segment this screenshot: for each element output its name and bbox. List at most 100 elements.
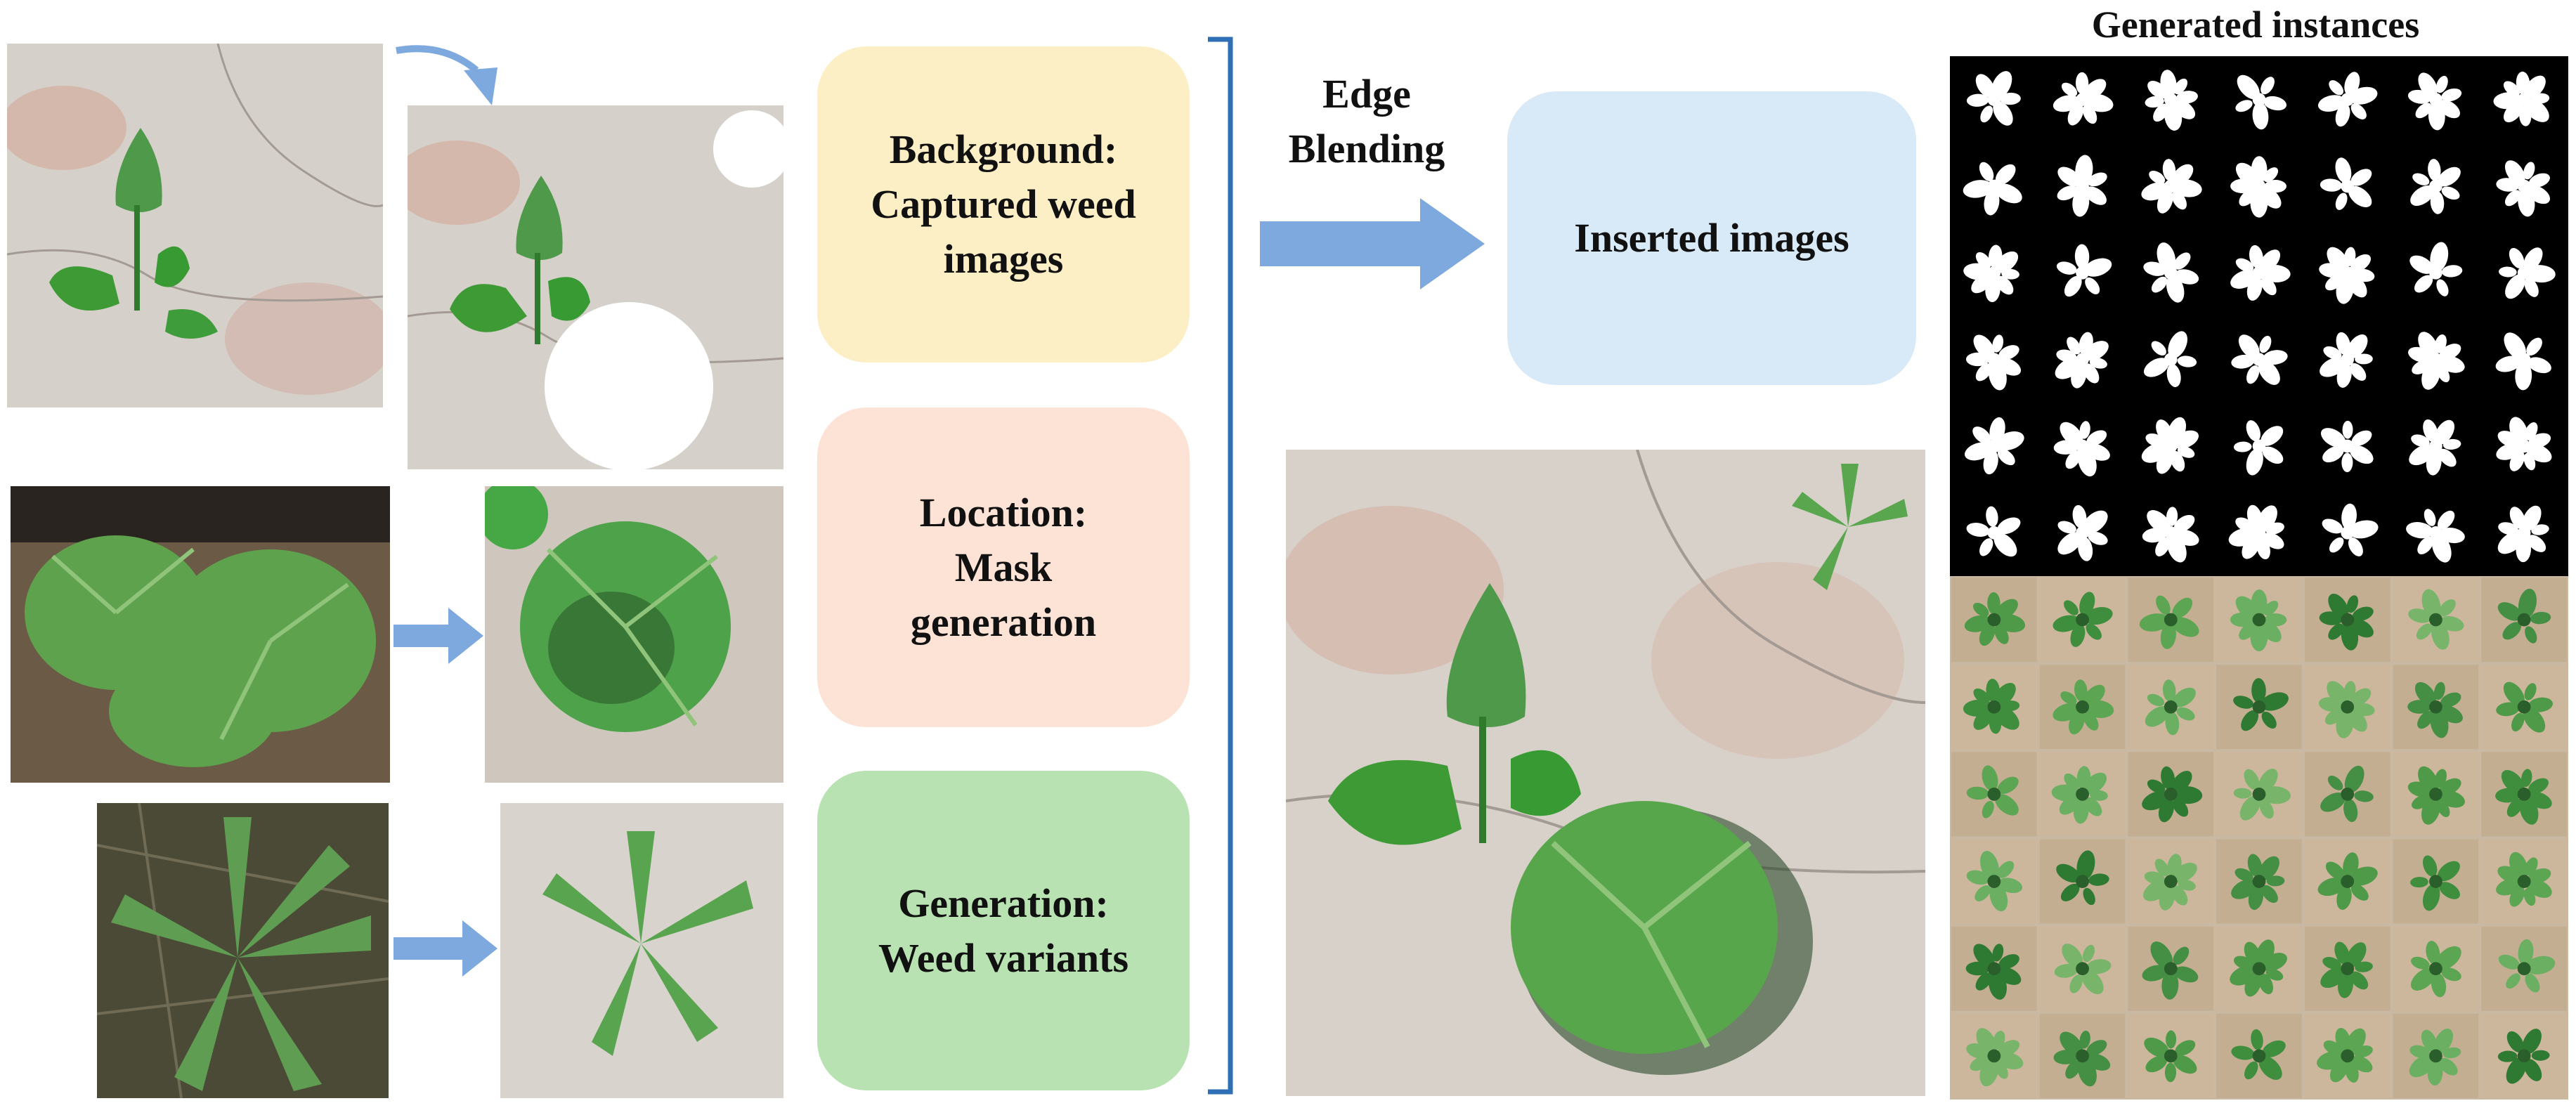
edge-blending-arrow (1260, 198, 1485, 289)
mask-instance (1966, 506, 2021, 557)
photo-instance (2407, 766, 2465, 825)
mask-instance (1965, 334, 2022, 391)
photo-instance (2407, 682, 2463, 738)
mask-instance (2410, 159, 2461, 214)
photo-grid (1950, 576, 2568, 1100)
mask-instance (2055, 332, 2109, 389)
mask-instance (1965, 417, 2024, 475)
mask-instance (2142, 507, 2199, 563)
mask-instance (2145, 70, 2198, 131)
photo-instance (2233, 678, 2289, 731)
mask-instance (2409, 419, 2461, 476)
bracket (1208, 37, 1233, 1095)
weed-photo-2 (11, 486, 390, 783)
mask-instance (2317, 72, 2378, 127)
arrow-right-icon (393, 608, 483, 664)
generation-box-line1: Generation: (898, 880, 1109, 926)
background-box: Background: Captured weed images (817, 46, 1190, 363)
photo-instance (2495, 769, 2552, 825)
inserted-images-label: Inserted images (1574, 215, 1849, 261)
masked-background-photo (408, 105, 783, 469)
mask-instance (2320, 332, 2373, 388)
photo-instance (2051, 766, 2108, 824)
photo-instance (2410, 855, 2460, 911)
mask-instance (2056, 244, 2112, 297)
photo-instance (2320, 765, 2374, 822)
mask-grid (1950, 56, 2568, 576)
mask-instance (2053, 421, 2110, 477)
photo-instance (2317, 1028, 2373, 1083)
mask-instance (2493, 71, 2550, 126)
location-box: Location: Mask generation (817, 407, 1190, 727)
arrow-right-icon (393, 920, 497, 977)
mask-instance (2233, 420, 2284, 476)
mask-instance (2407, 72, 2462, 131)
photo-instance (2320, 941, 2373, 998)
photo-instance (2498, 939, 2556, 993)
mask-instance (1963, 244, 2019, 303)
mask-instance (2230, 156, 2286, 218)
photo-instance (2143, 854, 2197, 911)
mask-instance (2057, 155, 2107, 217)
edge-blending-label: Edge Blending (1265, 67, 1469, 176)
mask-instance (2228, 504, 2284, 560)
location-box-line2: Mask (954, 544, 1053, 590)
location-box-line1: Location: (919, 489, 1088, 535)
photo-instance (2053, 1030, 2111, 1087)
photo-instance (2054, 944, 2112, 995)
weed-variant-photo-3 (500, 803, 783, 1098)
mask-instance (2141, 159, 2202, 214)
photo-instance (1966, 1028, 2024, 1087)
photo-grid-svg (1951, 578, 2567, 1098)
photo-instance (2142, 766, 2203, 823)
photo-instance (1966, 765, 2019, 819)
photo-instance (2144, 1030, 2197, 1083)
weed-variant-photo-2 (485, 486, 783, 783)
photo-instance (2319, 594, 2374, 651)
generated-instances-title: Generated instances (2091, 4, 2420, 46)
mask-instance (2408, 332, 2465, 390)
photo-instance (2231, 1029, 2286, 1081)
captured-weed-photo (7, 44, 383, 407)
photo-instance (1965, 944, 2022, 1000)
curved-arrow (396, 45, 497, 105)
photo-instance (2497, 588, 2551, 644)
mask-instance (2143, 242, 2199, 303)
photo-instance (2139, 595, 2199, 649)
photo-instance (2496, 682, 2553, 733)
mask-instance (2496, 160, 2551, 217)
mask-instance (2320, 420, 2374, 473)
photo-instance (2496, 852, 2552, 907)
photo-instance (1963, 679, 2020, 734)
photo-instance (2497, 1029, 2550, 1084)
mask-instance (2057, 504, 2108, 561)
photo-instance (2410, 941, 2461, 998)
inserted-composite-photo (1286, 450, 1925, 1096)
mask-instance (2319, 247, 2375, 304)
mask-instance (2230, 244, 2291, 301)
mask-instance (2499, 247, 2556, 299)
mask-instance (2322, 503, 2379, 556)
inserted-images-box: Inserted images (1507, 91, 1916, 385)
photo-instance (2142, 941, 2199, 1000)
mask-instance (1966, 71, 2021, 126)
mask-instance (2320, 157, 2372, 210)
photo-instance (1964, 592, 2026, 646)
mask-instance (2231, 334, 2288, 385)
mask-instance (2141, 417, 2199, 474)
background-box-line1: Background: (889, 126, 1118, 172)
photo-instance (2053, 592, 2113, 647)
generation-box: Generation: Weed variants (817, 771, 1190, 1090)
photo-instance (2145, 679, 2196, 736)
mask-instance (2143, 331, 2197, 387)
photo-instance (2230, 589, 2287, 652)
edge-blending-line1: Edge (1322, 71, 1411, 117)
mask-instance (2053, 72, 2114, 126)
mask-instance (1963, 162, 2022, 216)
photo-instance (2231, 854, 2285, 911)
photo-instance (2053, 679, 2114, 735)
photo-instance (1966, 851, 2022, 912)
mask-instance (2409, 242, 2463, 296)
background-box-line2: Captured weed (871, 181, 1136, 227)
mask-instance (2495, 332, 2551, 391)
